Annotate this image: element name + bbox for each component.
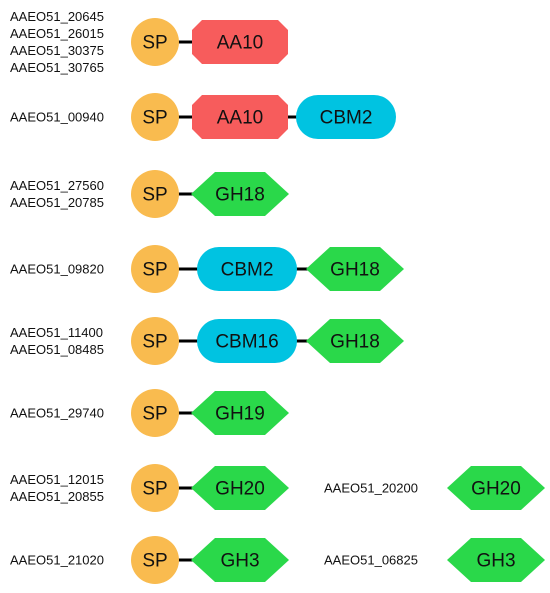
domain-sp: SP [131,536,179,584]
gene-id-label: AAEO51_30375 [10,43,104,58]
domain-octagon-shape [192,20,288,64]
domain-circle-shape [131,245,179,293]
domain-hexagon-shape [447,538,545,582]
gene-id-label: AAEO51_12015 [10,472,104,487]
domain-circle-shape [131,93,179,141]
domain-label: GH19 [215,404,265,425]
domain-sp: SP [131,93,179,141]
domain-sp: SP [131,389,179,437]
domain-cbm2: CBM2 [296,95,396,139]
gene-id-label: AAEO51_29740 [10,406,104,421]
domain-label: SP [142,332,167,353]
domain-hexagon-shape [306,319,404,363]
domain-circle-shape [131,389,179,437]
domain-circle-shape [131,170,179,218]
domain-gh18: GH18 [191,172,289,216]
domain-label: CBM2 [320,108,373,129]
domain-gh3: GH3 [447,538,545,582]
extra-row-1: AAEO51_20200 GH20 [324,466,545,510]
row-6: AAEO51_29740 SP GH19 [10,389,289,437]
domain-label: GH3 [476,551,515,572]
domain-sp: SP [131,170,179,218]
gene-id-label: AAEO51_08485 [10,342,104,357]
gene-id-label: AAEO51_26015 [10,26,104,41]
domain-gh18: GH18 [306,247,404,291]
gene-id-label: AAEO51_20785 [10,195,104,210]
domain-circle-shape [131,317,179,365]
domain-hexagon-shape [447,466,545,510]
row-8: AAEO51_21020 SP GH3 [10,536,289,584]
domain-label: SP [142,404,167,425]
gene-id-label: AAEO51_06825 [324,553,418,568]
domain-circle-shape [131,536,179,584]
domain-sp: SP [131,18,179,66]
domain-label: GH20 [471,479,521,500]
domain-label: CBM2 [221,260,274,281]
gene-id-label: AAEO51_09820 [10,262,104,277]
domain-label: SP [142,551,167,572]
row-4: AAEO51_09820 SP CBM2 GH18 [10,245,404,293]
domain-label: CBM16 [215,332,278,353]
main-rows: AAEO51_20645AAEO51_26015AAEO51_30375AAEO… [10,9,404,584]
domain-circle-shape [131,18,179,66]
domain-cbm16: CBM16 [197,319,297,363]
domain-label: GH18 [215,185,265,206]
gene-id-label: AAEO51_11400 [10,325,103,340]
domain-pill-shape [296,95,396,139]
domain-hexagon-shape [191,538,289,582]
domain-label: AA10 [217,33,263,54]
gene-id-label: AAEO51_20855 [10,489,104,504]
domain-label: SP [142,185,167,206]
gene-id-label: AAEO51_20645 [10,9,104,24]
domain-label: SP [142,33,167,54]
gene-id-label: AAEO51_20200 [324,481,418,496]
row-2: AAEO51_00940 SP AA10 CBM2 [10,93,396,141]
domain-label: GH20 [215,479,265,500]
domain-label: GH18 [330,260,380,281]
domain-sp: SP [131,245,179,293]
gene-id-label: AAEO51_00940 [10,110,104,125]
row-1: AAEO51_20645AAEO51_26015AAEO51_30375AAEO… [10,9,288,75]
domain-hexagon-shape [306,247,404,291]
domain-label: SP [142,108,167,129]
domain-aa10: AA10 [192,20,288,64]
domain-label: SP [142,479,167,500]
gene-id-label: AAEO51_21020 [10,553,104,568]
domain-circle-shape [131,464,179,512]
domain-pill-shape [197,247,297,291]
gene-id-label: AAEO51_27560 [10,178,104,193]
domain-gh3: GH3 [191,538,289,582]
domain-octagon-shape [192,95,288,139]
domain-label: GH3 [220,551,259,572]
domain-cbm2: CBM2 [197,247,297,291]
domain-aa10: AA10 [192,95,288,139]
domain-hexagon-shape [191,391,289,435]
domain-hexagon-shape [191,466,289,510]
domain-gh19: GH19 [191,391,289,435]
domain-hexagon-shape [191,172,289,216]
domain-sp: SP [131,464,179,512]
domain-label: AA10 [217,108,263,129]
extra-row-2: AAEO51_06825 GH3 [324,538,545,582]
domain-pill-shape [197,319,297,363]
domain-gh20: GH20 [447,466,545,510]
gene-id-label: AAEO51_30765 [10,60,104,75]
domain-gh20: GH20 [191,466,289,510]
domain-label: GH18 [330,332,380,353]
domain-sp: SP [131,317,179,365]
domain-label: SP [142,260,167,281]
domain-gh18: GH18 [306,319,404,363]
